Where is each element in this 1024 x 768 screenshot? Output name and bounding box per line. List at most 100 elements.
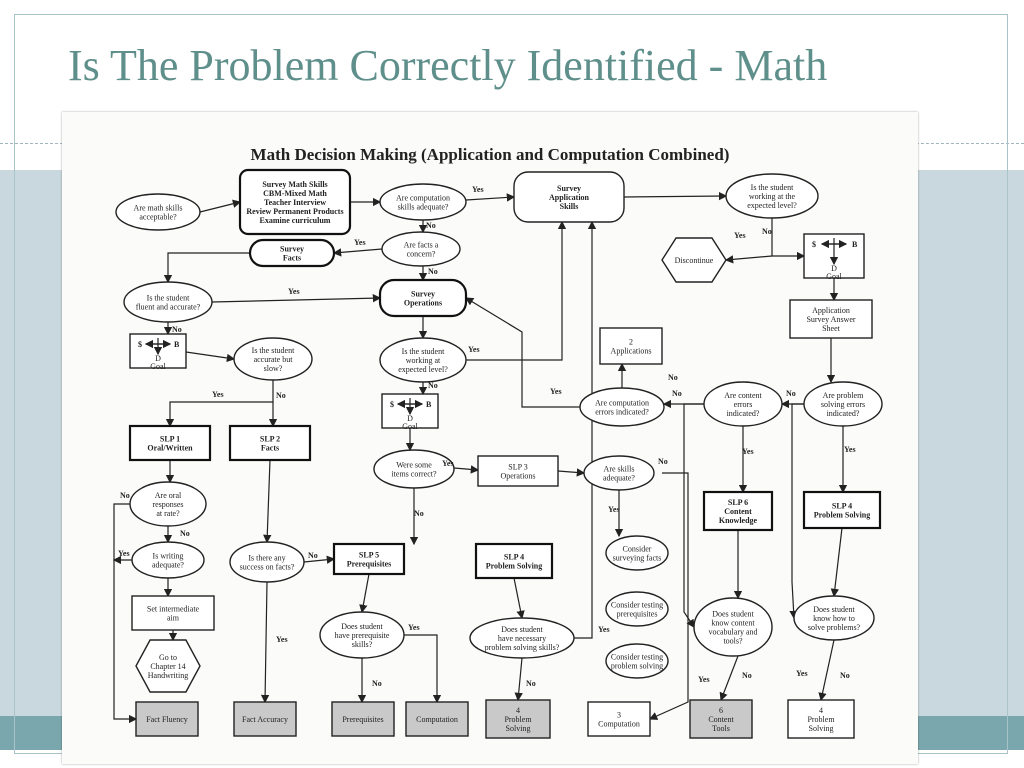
node-text-line: indicated?: [727, 409, 760, 418]
sdb-decision-label: D: [155, 354, 161, 363]
node-text-line: errors indicated?: [595, 408, 649, 417]
node-text-line: at rate?: [156, 509, 180, 518]
node-text-line: 2: [629, 338, 633, 347]
node-text-line: CBM-Mixed Math: [263, 189, 327, 198]
left-decor-band: [0, 170, 62, 720]
edge-label-yes: Yes: [276, 635, 288, 644]
node-text-line: Are computation: [396, 194, 450, 203]
sdb-start-label: $: [812, 240, 816, 249]
node-text-line: Is there any: [248, 554, 285, 563]
connector-19: [466, 220, 567, 361]
node-text-line: Teacher Interview: [264, 198, 326, 207]
node-text-line: Facts: [261, 444, 279, 453]
node-text-line: slow?: [264, 364, 283, 373]
node-text-line: SLP 3: [508, 463, 528, 472]
connector-25: [464, 297, 580, 408]
edge-label-no: No: [762, 227, 772, 236]
connector-39: [513, 577, 525, 620]
connector-11: [724, 255, 773, 264]
node-text-line: 3: [617, 711, 621, 720]
node-text-line: solving errors: [821, 400, 865, 409]
node-text-line: Applications: [611, 347, 652, 356]
node-fact-fluency: Fact Fluency: [135, 701, 199, 737]
node-text-line: Knowledge: [719, 516, 758, 525]
node-computation-shaded: Computation: [405, 701, 469, 737]
node-text-line: Are problem: [823, 391, 864, 400]
connector-52: [683, 403, 704, 628]
edge-label-no: No: [786, 389, 796, 398]
node-text-line: surveying facts: [613, 554, 662, 563]
node-text-line: Operations: [404, 299, 442, 308]
node-text-line: concern?: [407, 250, 436, 259]
node-text-line: Discontinue: [675, 256, 714, 265]
connector-28: [453, 465, 480, 474]
node-text-line: skills?: [352, 640, 373, 649]
edge-label-no: No: [414, 509, 424, 518]
edge-label-yes: Yes: [118, 549, 130, 558]
sdb-baseline-label: B: [426, 400, 432, 409]
node-text-line: 4: [516, 706, 520, 715]
edge-label-yes: Yes: [608, 505, 620, 514]
node-text-line: Survey Math Skills: [262, 180, 327, 189]
node-text-line: Survey: [557, 184, 581, 193]
node-text-line: expected level?: [398, 365, 448, 374]
connector-1: [199, 199, 242, 213]
node-text-line: Oral/Written: [147, 444, 193, 453]
node-text-line: Application: [549, 193, 590, 202]
node-text-line: Handwriting: [148, 671, 188, 680]
sdb-goal-label: Goal: [826, 272, 842, 281]
connector-48: [113, 503, 138, 724]
connector-37: [303, 555, 336, 564]
node-text-line: Is the student: [252, 346, 295, 355]
node-text-line: working at the: [749, 192, 796, 201]
node-text-line: Were some: [396, 461, 432, 470]
node-text-line: know how to: [813, 614, 855, 623]
sdb-decision-label: D: [407, 414, 413, 423]
connector-41: [404, 634, 442, 704]
node-text-line: Problem: [807, 715, 835, 724]
sdb-start-label: $: [138, 340, 142, 349]
edge-label-yes: Yes: [408, 623, 420, 632]
slide-title: Is The Problem Correctly Identified - Ma…: [68, 41, 828, 90]
edge-label-no: No: [658, 457, 668, 466]
node-text-line: expected level?: [747, 201, 797, 210]
edge-label-no: No: [428, 267, 438, 276]
node-text-line: Are oral: [155, 491, 182, 500]
node-text-line: Application: [812, 306, 850, 315]
node-fact-accuracy: Fact Accuracy: [233, 701, 297, 737]
node-text-line: Prerequisites: [342, 715, 383, 724]
node-text-line: adequate?: [152, 561, 184, 570]
node-text-line: problem solving skills?: [485, 643, 560, 652]
edge-label-yes: Yes: [796, 669, 808, 678]
node-text-line: Solving: [809, 724, 834, 733]
node-text-line: Chapter 14: [150, 662, 185, 671]
node-text-line: Tools: [712, 724, 730, 733]
node-text-line: Problem: [504, 715, 532, 724]
connector-53: [789, 403, 804, 620]
connector-16: [165, 380, 274, 428]
node-text-line: acceptable?: [139, 213, 177, 222]
connector-8: [211, 293, 382, 303]
edge-label-yes: Yes: [844, 445, 856, 454]
edge-label-yes: Yes: [468, 345, 480, 354]
node-text-line: 4: [819, 706, 823, 715]
node-text-line: skills adequate?: [398, 203, 449, 212]
